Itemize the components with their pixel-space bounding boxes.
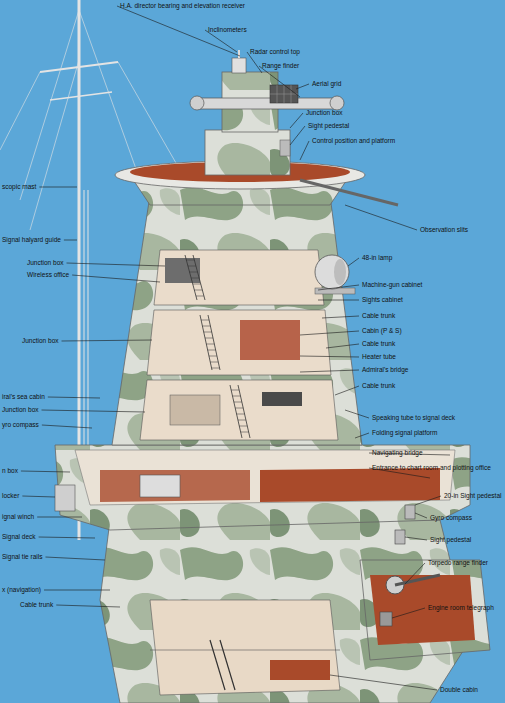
leader-line bbox=[405, 537, 427, 540]
leader-line bbox=[326, 344, 359, 348]
part-label: Speaking tube to signal deck bbox=[372, 414, 455, 421]
leader-line bbox=[56, 605, 120, 607]
leader-line bbox=[348, 258, 359, 266]
leader-line bbox=[64, 240, 77, 241]
leader-line bbox=[290, 113, 303, 128]
leader-line bbox=[48, 397, 100, 398]
part-label: Admiral's bridge bbox=[362, 366, 408, 373]
leader-line bbox=[300, 356, 359, 357]
leader-line bbox=[21, 471, 70, 472]
part-label: Sight pedestal bbox=[308, 122, 349, 129]
part-label: Torpedo range finder bbox=[428, 559, 488, 566]
leader-line bbox=[355, 433, 369, 438]
part-label: Wireless office bbox=[27, 271, 69, 278]
part-label: Aerial grid bbox=[312, 80, 341, 87]
leader-line bbox=[22, 496, 55, 497]
part-label: Folding signal platform bbox=[372, 429, 437, 436]
leader-line bbox=[72, 275, 160, 282]
leader-line bbox=[296, 84, 309, 89]
part-label: Junction box bbox=[22, 337, 59, 344]
leader-line bbox=[290, 126, 305, 145]
tower-body bbox=[112, 195, 362, 445]
part-label: 20-in Sight pedestal bbox=[444, 492, 502, 499]
part-label: iral's sea cabin bbox=[2, 393, 45, 400]
part-label: H.A. director bearing and elevation rece… bbox=[120, 2, 245, 9]
leader-line bbox=[335, 386, 359, 395]
leader-line bbox=[39, 187, 77, 188]
part-label: Inclinometers bbox=[208, 26, 247, 33]
leader-line bbox=[405, 563, 425, 584]
leader-line bbox=[42, 425, 92, 428]
leader-line bbox=[259, 66, 300, 97]
part-label: Signal tie rails bbox=[2, 553, 42, 560]
part-label: locker bbox=[2, 492, 19, 499]
part-label: Junction box bbox=[306, 109, 343, 116]
leader-line bbox=[322, 316, 359, 318]
part-label: Observation slits bbox=[420, 226, 468, 233]
part-label: Entrance to chart room and plotting offi… bbox=[372, 464, 500, 471]
leader-line bbox=[415, 496, 441, 505]
part-label: Signal deck bbox=[2, 533, 36, 540]
part-label: Cable trunk bbox=[20, 601, 53, 608]
part-label: Navigating bridge bbox=[372, 449, 423, 456]
control-top bbox=[115, 50, 398, 205]
part-label: Cable trunk bbox=[362, 382, 395, 389]
leader-line bbox=[67, 263, 166, 266]
leader-line bbox=[300, 141, 309, 160]
part-label: Range finder bbox=[262, 62, 299, 69]
part-label: Gyro compass bbox=[430, 514, 472, 521]
leader-line bbox=[330, 675, 437, 690]
part-label: Machine-gun cabinet bbox=[362, 281, 422, 288]
leader-line bbox=[44, 590, 110, 591]
part-label: Heater tube bbox=[362, 353, 396, 360]
part-label: Control position and platform bbox=[312, 137, 395, 144]
part-label: scopic mast bbox=[2, 183, 36, 190]
part-label: Signal halyard guide bbox=[2, 236, 61, 243]
leader-line bbox=[45, 557, 105, 560]
part-label: ignal winch bbox=[2, 513, 34, 520]
leader-line bbox=[318, 285, 359, 290]
part-label: Cabin (P & S) bbox=[362, 327, 402, 334]
leader-line bbox=[300, 331, 359, 335]
leader-line bbox=[318, 300, 359, 301]
leader-line bbox=[62, 340, 153, 341]
leader-line bbox=[392, 608, 425, 618]
navigating-bridge bbox=[55, 445, 470, 544]
part-label: n box bbox=[2, 467, 18, 474]
part-label: 48-in lamp bbox=[362, 254, 392, 261]
part-label: Double cabin bbox=[440, 686, 478, 693]
leader-line bbox=[345, 410, 369, 418]
part-label: Cable trunk bbox=[362, 340, 395, 347]
part-label: Sights cabinet bbox=[362, 296, 403, 303]
part-label: x (navigation) bbox=[2, 586, 41, 593]
part-label: Engine room telegraph bbox=[428, 604, 500, 611]
leader-line bbox=[300, 370, 359, 372]
leader-line bbox=[415, 513, 427, 518]
leader-line bbox=[345, 205, 417, 230]
part-label: Junction box bbox=[27, 259, 64, 266]
leader-line bbox=[37, 517, 82, 518]
leader-line bbox=[39, 537, 95, 538]
part-label: Junction box bbox=[2, 406, 39, 413]
part-label: yro compass bbox=[2, 421, 39, 428]
part-label: Sight pedestal bbox=[430, 536, 471, 543]
lower-decks bbox=[100, 520, 490, 703]
part-label: Cable trunk bbox=[362, 312, 395, 319]
part-label: Radar control top bbox=[250, 48, 300, 55]
leader-line bbox=[42, 410, 146, 412]
